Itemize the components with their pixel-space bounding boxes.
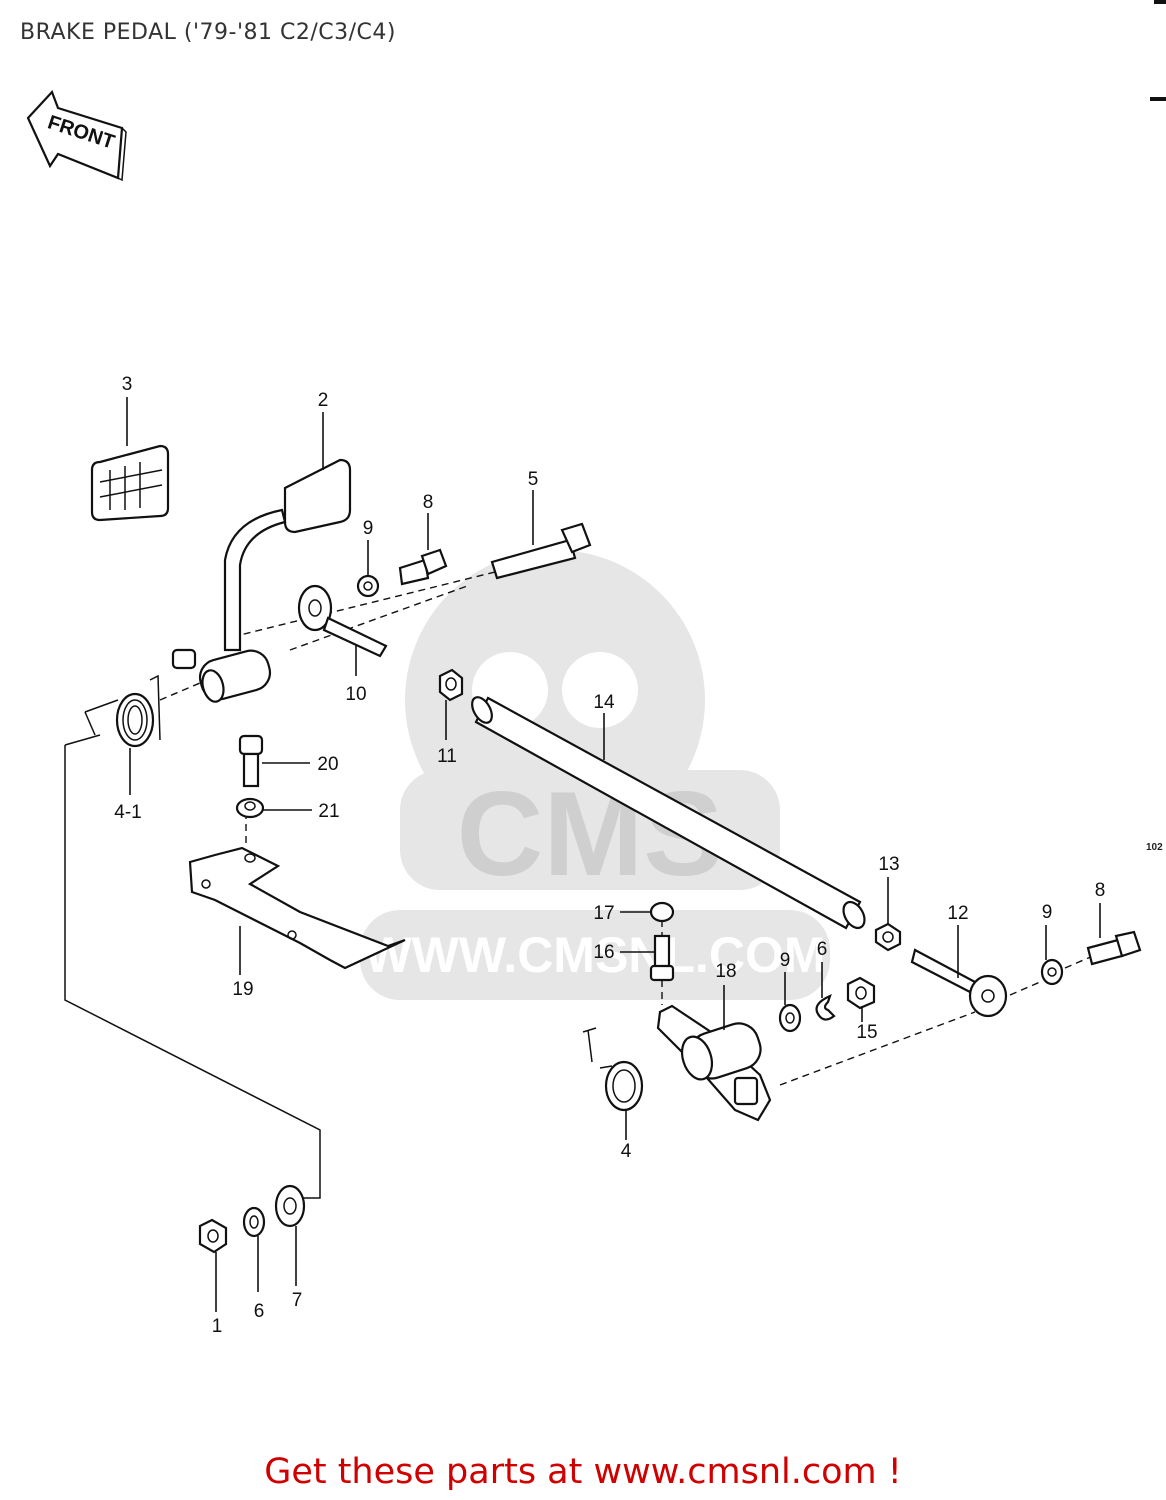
callout-6-lower: 6 bbox=[817, 939, 828, 960]
callout-14: 14 bbox=[593, 692, 615, 713]
callout-9-lower: 9 bbox=[780, 950, 791, 971]
part-pedal-pivot-bolt bbox=[490, 522, 592, 580]
part-nut-17 bbox=[649, 901, 675, 923]
callout-5: 5 bbox=[528, 469, 539, 490]
callout-leaders bbox=[126, 397, 1101, 1312]
callout-11: 11 bbox=[437, 746, 457, 767]
callout-6-bottom: 6 bbox=[254, 1301, 265, 1322]
page-title: BRAKE PEDAL ('79-'81 C2/C3/C4) bbox=[20, 20, 396, 45]
callout-9-upper: 9 bbox=[363, 518, 374, 539]
part-washer-upper bbox=[356, 574, 380, 598]
watermark-url: WWW.CMSNL.COM bbox=[364, 927, 825, 983]
callout-8-upper: 8 bbox=[423, 492, 434, 513]
edge-mark-mid bbox=[1150, 97, 1166, 101]
callout-19: 19 bbox=[232, 979, 253, 1000]
callout-20: 20 bbox=[317, 754, 338, 775]
part-cross-shaft bbox=[471, 696, 866, 930]
part-bolt-20 bbox=[238, 734, 264, 788]
callout-labels: 3 2 9 8 5 10 11 14 4-1 20 21 19 13 12 9 … bbox=[114, 374, 1105, 1337]
callout-7: 7 bbox=[292, 1290, 303, 1311]
part-nut-11 bbox=[438, 668, 464, 702]
callout-21: 21 bbox=[318, 801, 339, 822]
part-rod-end-rear bbox=[910, 948, 1008, 1018]
edge-mark-top bbox=[1154, 0, 1166, 4]
callout-9-right: 9 bbox=[1042, 902, 1053, 923]
part-washer-7 bbox=[274, 1184, 306, 1228]
part-bolt-right bbox=[1086, 930, 1142, 966]
callout-4-1: 4-1 bbox=[114, 802, 141, 823]
callout-8-right: 8 bbox=[1095, 880, 1106, 901]
callout-13: 13 bbox=[878, 854, 899, 875]
callout-4: 4 bbox=[621, 1141, 632, 1162]
part-brake-lever bbox=[656, 1004, 772, 1122]
diagram-code: 102 bbox=[1146, 842, 1163, 853]
part-lever-spring bbox=[582, 1027, 644, 1112]
part-clip-6 bbox=[815, 993, 836, 1021]
part-bolt-upper bbox=[398, 548, 448, 586]
part-rod-end-front bbox=[297, 584, 388, 658]
part-bolt-16 bbox=[649, 934, 675, 982]
callout-3: 3 bbox=[122, 374, 133, 395]
callout-18: 18 bbox=[715, 961, 736, 982]
part-nut-21 bbox=[235, 797, 265, 819]
callout-2: 2 bbox=[318, 390, 329, 411]
part-lock-washer-6 bbox=[242, 1206, 266, 1238]
part-pedal-spring bbox=[84, 674, 161, 748]
callout-16: 16 bbox=[593, 942, 614, 963]
callout-1: 1 bbox=[212, 1316, 223, 1337]
callout-15: 15 bbox=[856, 1022, 877, 1043]
cmsnl-shop-link[interactable]: Get these parts at www.cmsnl.com ! bbox=[264, 1452, 902, 1492]
callout-12: 12 bbox=[947, 903, 968, 924]
callout-10: 10 bbox=[345, 684, 366, 705]
part-bracket bbox=[188, 846, 406, 970]
callout-17: 17 bbox=[593, 903, 614, 924]
part-pedal-rubber bbox=[90, 444, 170, 522]
part-washer-lower bbox=[778, 1003, 802, 1033]
part-nut-13 bbox=[874, 922, 902, 952]
part-nut-1 bbox=[198, 1218, 228, 1254]
front-arrow-icon: FRONT bbox=[26, 89, 127, 182]
part-brake-pedal bbox=[171, 458, 352, 703]
part-nut-15 bbox=[846, 976, 876, 1010]
part-washer-right bbox=[1040, 958, 1064, 986]
